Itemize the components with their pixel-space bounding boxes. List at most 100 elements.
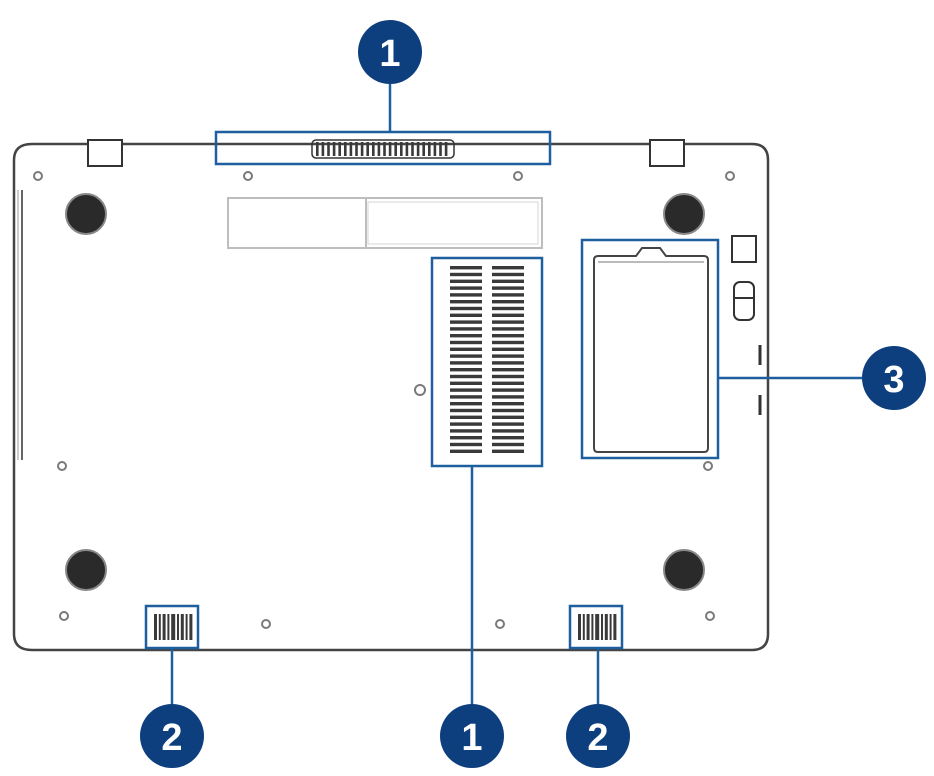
vent-slot: [428, 142, 431, 156]
vent-slot: [439, 142, 442, 156]
vent-slot: [492, 422, 524, 426]
vent-slot: [411, 142, 414, 156]
vent-slot: [492, 347, 524, 351]
callout-top-vent: 1: [358, 20, 422, 84]
vent-slot: [344, 142, 347, 156]
vent-slot: [492, 286, 524, 290]
screw: [243, 171, 253, 181]
vent-slot: [422, 142, 425, 156]
screw: [414, 384, 426, 396]
vent-slot: [450, 286, 482, 290]
grille-bar: [185, 614, 188, 640]
callout-number: 2: [161, 717, 182, 759]
top-air-vent-highlight: [214, 130, 552, 166]
screw: [703, 461, 713, 471]
screw: [705, 611, 715, 621]
vent-slot: [450, 293, 482, 297]
grille-bar: [189, 614, 193, 640]
grille-bar: [613, 614, 617, 640]
vent-slot: [492, 306, 524, 311]
vent-slot: [450, 354, 482, 358]
vent-slot: [492, 354, 524, 358]
grille-bar: [604, 614, 608, 640]
grille-bar: [595, 614, 600, 640]
callout-badge: [566, 704, 630, 768]
grille-bar: [578, 614, 581, 640]
vent-slot: [450, 300, 482, 304]
vent-slot: [450, 368, 482, 372]
callout-badge: [440, 704, 504, 768]
vent-slot: [450, 442, 482, 447]
vent-slot: [492, 442, 524, 447]
vent-slot: [372, 142, 375, 156]
vent-slot: [492, 279, 524, 283]
grille-bar: [154, 614, 157, 640]
screw: [57, 461, 67, 471]
vent-slot: [492, 300, 524, 304]
vent-slot: [450, 327, 482, 331]
vent-slot: [450, 415, 482, 419]
grille-bar: [601, 614, 603, 640]
vent-slot: [450, 266, 482, 270]
vent-slot: [338, 142, 341, 156]
vent-slot: [327, 142, 330, 156]
callout-memory-vent: 1: [440, 704, 504, 768]
vent-slot: [450, 306, 482, 311]
drive-bay-cover: [593, 247, 709, 453]
rubber-foot: [664, 194, 704, 234]
vent-slot: [316, 142, 319, 156]
grille-bar: [171, 614, 176, 640]
vent-slot: [492, 266, 524, 270]
memory-vent-highlight: [430, 256, 544, 468]
vent-slot: [360, 142, 364, 156]
vent-slot: [450, 313, 482, 317]
vent-slot: [492, 374, 524, 379]
vent-slot: [492, 272, 524, 277]
screw: [495, 619, 505, 629]
vent-slot: [450, 279, 482, 283]
vent-slot: [492, 313, 524, 317]
vent-slot: [450, 340, 482, 345]
hinge-tab-left: [87, 139, 123, 167]
screw: [513, 171, 523, 181]
callout-number: 3: [883, 359, 904, 401]
vent-slot: [388, 142, 392, 156]
rubber-foot: [664, 550, 704, 590]
callout-badge: [140, 704, 204, 768]
rubber-foot-ring: [663, 549, 705, 591]
vent-slot: [492, 395, 524, 399]
vent-slot: [492, 293, 524, 297]
callout-right-speaker: 2: [566, 704, 630, 768]
vent-slot: [450, 272, 482, 277]
vent-slot: [492, 408, 524, 413]
screw: [261, 619, 271, 629]
vent-slot: [450, 334, 482, 338]
label-plate-right: [365, 197, 543, 249]
laptop-bottom-case: [12, 142, 770, 652]
vent-slot: [492, 449, 524, 453]
rubber-foot-ring: [663, 193, 705, 235]
vent-slot: [492, 327, 524, 331]
vent-slot: [450, 361, 482, 365]
vent-slot: [400, 142, 403, 156]
left-speaker-grille: [154, 614, 193, 640]
callout-badge: [358, 20, 422, 84]
grille-bar: [582, 614, 585, 640]
vent-slot: [492, 368, 524, 372]
vent-slot: [450, 449, 482, 453]
grille-bar: [180, 614, 184, 640]
callout-drive-bay: 3: [862, 346, 926, 410]
vent-slot: [492, 402, 524, 406]
vent-slot: [349, 142, 353, 156]
top-air-vent-slots: [316, 142, 448, 156]
label-plate-left: [227, 197, 367, 249]
vent-slot: [405, 142, 409, 156]
side-port-upper: [731, 235, 757, 263]
grille-bar: [167, 614, 170, 640]
rubber-foot-ring: [65, 193, 107, 235]
rubber-feet: [65, 193, 705, 591]
vent-slot: [383, 142, 386, 156]
callout-number: 1: [379, 33, 400, 75]
vent-slot: [492, 320, 524, 324]
